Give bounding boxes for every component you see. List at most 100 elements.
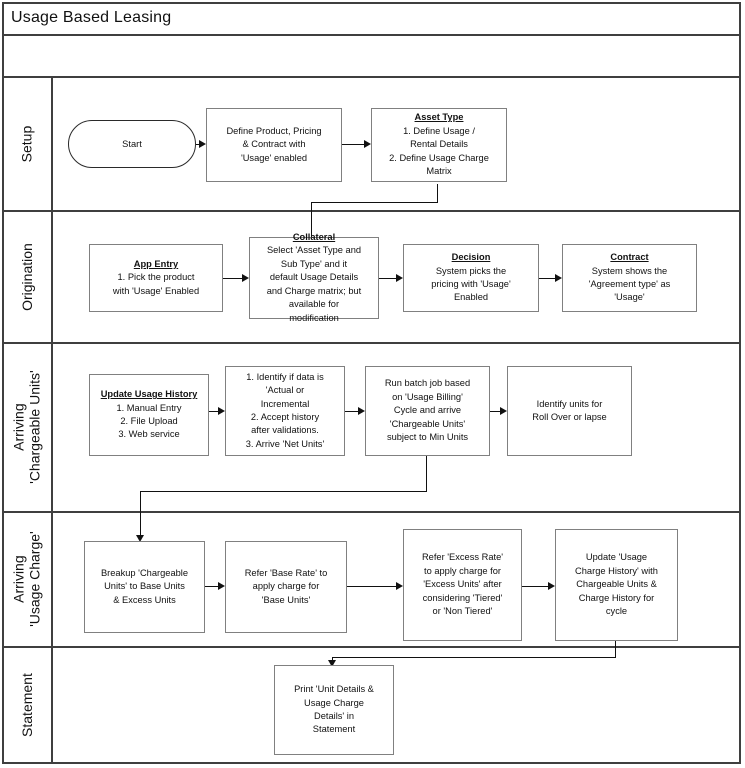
lane-body-chargeable-units: Update Usage History 1. Manual Entry 2. … <box>53 344 741 511</box>
line: after validations. <box>251 425 319 436</box>
title-bar: Usage Based Leasing <box>2 2 741 36</box>
line: Define Product, Pricing <box>226 125 322 136</box>
line: Charge History' with <box>575 565 658 576</box>
lane-label-setup: Setup <box>2 78 53 210</box>
arrowhead-batch-to-breakup <box>135 535 144 542</box>
line: & Contract with <box>242 139 306 150</box>
node-excess-rate[interactable]: Refer 'Excess Rate' to apply charge for … <box>403 529 522 641</box>
line: 'Chargeable Units' <box>389 418 466 429</box>
lane-label-line2: 'Usage Charge' <box>26 531 43 628</box>
connector-breakup-to-baserate <box>205 586 218 587</box>
line: modification <box>289 312 339 323</box>
node-start[interactable]: Start <box>68 120 196 168</box>
line: Charge History for <box>578 592 655 603</box>
line: to apply charge for <box>423 565 501 576</box>
line: 1. Pick the product <box>117 272 195 283</box>
lane-body-usage-charge: Breakup 'Chargeable Units' to Base Units… <box>53 513 741 646</box>
line: Refer 'Base Rate' to <box>244 567 328 578</box>
node-identify-data[interactable]: 1. Identify if data is 'Actual or Increm… <box>225 366 345 456</box>
node-collateral[interactable]: Collateral Select 'Asset Type and Sub Ty… <box>249 232 379 323</box>
line: Statement <box>312 724 356 735</box>
header-spacer-band <box>2 36 741 78</box>
arrowhead-identify-to-batch <box>358 406 365 415</box>
line: subject to Min Units <box>386 432 469 443</box>
arrowhead-updatehistory-to-statement <box>327 660 336 667</box>
line: 3. Arrive 'Net Units' <box>245 438 325 449</box>
node-run-batch-job-text: Run batch job based on 'Usage Billing' C… <box>370 377 485 444</box>
lane-usage-charge: Arriving'Usage Charge' Breakup 'Chargeab… <box>2 513 741 648</box>
arrowhead-decision-to-contract <box>555 273 562 282</box>
node-run-batch-job[interactable]: Run batch job based on 'Usage Billing' C… <box>365 366 490 456</box>
lane-label-usage-charge: Arriving'Usage Charge' <box>2 513 53 646</box>
node-print-statement[interactable]: Print 'Unit Details & Usage Charge Detai… <box>274 665 394 755</box>
node-excess-rate-text: Refer 'Excess Rate' to apply charge for … <box>408 551 517 618</box>
arrowhead-appentry-to-collateral <box>242 273 249 282</box>
line: 2. File Upload <box>120 416 178 426</box>
line: 3. Web service <box>118 429 180 440</box>
node-base-rate-text: Refer 'Base Rate' to apply charge for 'B… <box>230 567 342 607</box>
connector-collateral-to-decision <box>379 278 396 279</box>
node-app-entry[interactable]: App Entry 1. Pick the product with 'Usag… <box>89 244 223 312</box>
connector-baserate-to-excess <box>347 586 396 587</box>
line: 'Excess Units' after <box>423 579 502 590</box>
node-identify-rollover[interactable]: Identify units for Roll Over or lapse <box>507 366 632 456</box>
lane-label-line2: 'Chargeable Units' <box>26 370 43 485</box>
connector-batch-down <box>426 456 427 492</box>
lane-label-chargeable-units-text: Arriving'Chargeable Units' <box>10 371 42 485</box>
connector-batch-left <box>140 491 427 492</box>
page-title: Usage Based Leasing <box>11 9 172 26</box>
connector-updatehistory-left <box>332 657 616 658</box>
lane-label-origination: Origination <box>2 212 53 342</box>
node-identify-rollover-text: Identify units for Roll Over or lapse <box>512 398 627 425</box>
node-asset-type[interactable]: Asset Type 1. Define Usage / Rental Deta… <box>371 108 507 182</box>
node-collateral-text: Collateral Select 'Asset Type and Sub Ty… <box>254 231 374 325</box>
lane-body-setup: Start Define Product, Pricing & Contract… <box>53 78 741 210</box>
line: Units' to Base Units <box>104 581 185 592</box>
line: Identify units for <box>536 398 603 409</box>
lane-label-statement: Statement <box>2 648 53 762</box>
line: System shows the <box>591 265 668 276</box>
line: 'Usage' enabled <box>240 152 308 163</box>
lane-label-chargeable-units: Arriving'Chargeable Units' <box>2 344 53 511</box>
node-asset-type-header: Asset Type <box>414 112 464 123</box>
lane-label-statement-text: Statement <box>18 673 35 737</box>
node-start-label: Start <box>122 139 142 149</box>
node-identify-data-text: 1. Identify if data is 'Actual or Increm… <box>230 371 340 452</box>
node-app-entry-text: App Entry 1. Pick the product with 'Usag… <box>94 258 218 298</box>
node-base-rate[interactable]: Refer 'Base Rate' to apply charge for 'B… <box>225 541 347 633</box>
line: Print 'Unit Details & <box>294 684 374 695</box>
lane-origination: Origination App Entry 1. Pick the produc… <box>2 212 741 344</box>
node-contract-header: Contract <box>610 252 649 263</box>
line: with 'Usage' Enabled <box>112 285 200 296</box>
connector-asset-left <box>311 202 438 203</box>
node-asset-type-text: Asset Type 1. Define Usage / Rental Deta… <box>376 111 502 178</box>
line: 1. Define Usage / <box>403 125 475 136</box>
lane-body-statement: Print 'Unit Details & Usage Charge Detai… <box>53 648 741 762</box>
connector-asset-to-collateral <box>311 202 312 242</box>
line: Select 'Asset Type and <box>266 245 362 256</box>
line: 2. Define Usage Charge <box>389 152 489 163</box>
connector-excess-to-updatehistory <box>522 586 548 587</box>
node-breakup-units[interactable]: Breakup 'Chargeable Units' to Base Units… <box>84 541 205 633</box>
connector-identify-to-batch <box>345 411 358 412</box>
node-app-entry-header: App Entry <box>133 258 179 269</box>
arrowhead-batch-to-rollover <box>500 406 507 415</box>
arrowhead-start-to-define <box>199 139 206 148</box>
node-decision[interactable]: Decision System picks the pricing with '… <box>403 244 539 312</box>
arrowhead-collateral-to-decision <box>396 273 403 282</box>
line: Breakup 'Chargeable <box>100 567 189 578</box>
node-define-product[interactable]: Define Product, Pricing & Contract with … <box>206 108 342 182</box>
line: 'Actual or <box>265 385 305 396</box>
arrowhead-baserate-to-excess <box>396 581 403 590</box>
node-contract[interactable]: Contract System shows the 'Agreement typ… <box>562 244 697 312</box>
line: Sub Type' and it <box>280 258 348 269</box>
lane-label-setup-text: Setup <box>18 125 35 163</box>
lane-label-line1: Arriving <box>10 555 27 604</box>
node-update-usage-history[interactable]: Update Usage History 1. Manual Entry 2. … <box>89 374 209 456</box>
connector-batch-to-rollover <box>490 411 500 412</box>
node-contract-text: Contract System shows the 'Agreement typ… <box>567 251 692 305</box>
line: Roll Over or lapse <box>532 412 607 422</box>
lane-label-usage-charge-text: Arriving'Usage Charge' <box>10 532 42 628</box>
node-update-charge-history[interactable]: Update 'Usage Charge History' with Charg… <box>555 529 678 641</box>
